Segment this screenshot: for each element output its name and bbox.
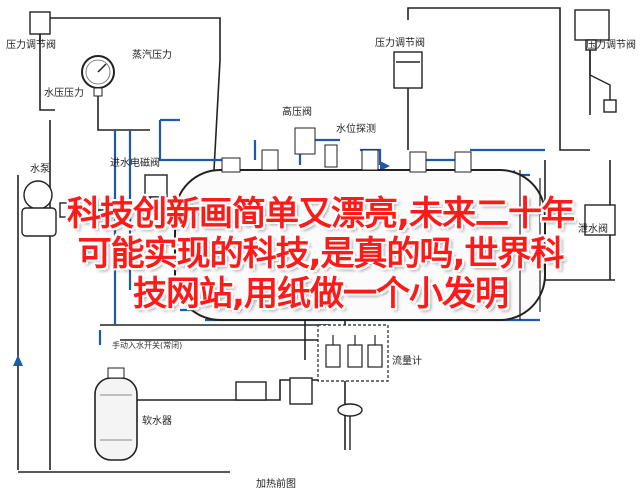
label-pressure-regulator: 压力调节阀: [375, 36, 425, 49]
label-right-regulator: 压力调节阀: [586, 38, 636, 51]
flow-meter-icon: [317, 324, 389, 382]
pressure-regulator-icon: [393, 51, 423, 89]
arrow-up-icon: [13, 355, 23, 366]
softener-tank-icon: [94, 367, 138, 461]
label-water-pressure: 水压压力: [44, 86, 84, 99]
overlay-title-line-1: 科技创新画简单又漂亮,未来二十年: [67, 194, 575, 234]
label-flow-meter: 流量计: [392, 354, 422, 367]
label-steam-pressure: 蒸汽压力: [132, 48, 172, 61]
boiler-drum: [174, 127, 546, 321]
label-pump: 水泵: [30, 163, 50, 175]
diagram-caption: 加热前图: [256, 477, 296, 490]
label-pressure-switch: 压力调节阀: [6, 38, 56, 51]
right-tank-icon: [584, 204, 616, 236]
steam-pressure-gauge-icon: [81, 55, 115, 97]
label-high-pressure-valve: 高压阀: [282, 105, 312, 118]
label-softener: 软水器: [142, 414, 172, 427]
label-water-probe: 水位探测: [336, 122, 376, 135]
label-drain-valve: 泄水阀: [578, 222, 608, 235]
label-inlet-solenoid: 进水电磁阀: [110, 156, 160, 169]
top-right-device-icon: [574, 9, 617, 113]
overlay-title-line-2: 可能实现的科技,是真的吗,世界科: [77, 234, 565, 274]
overlay-title-line-3: 技网站,用纸做一个小发明: [133, 274, 509, 314]
inlet-solenoid-valve-icon: [144, 174, 168, 212]
water-pump-icon: [21, 180, 75, 237]
label-manual-valve: 手动入水开关(常闭): [112, 340, 182, 350]
drain-valve-icon: [235, 377, 363, 450]
arrow-right-icon: [380, 161, 390, 171]
top-left-valve: [29, 11, 51, 42]
